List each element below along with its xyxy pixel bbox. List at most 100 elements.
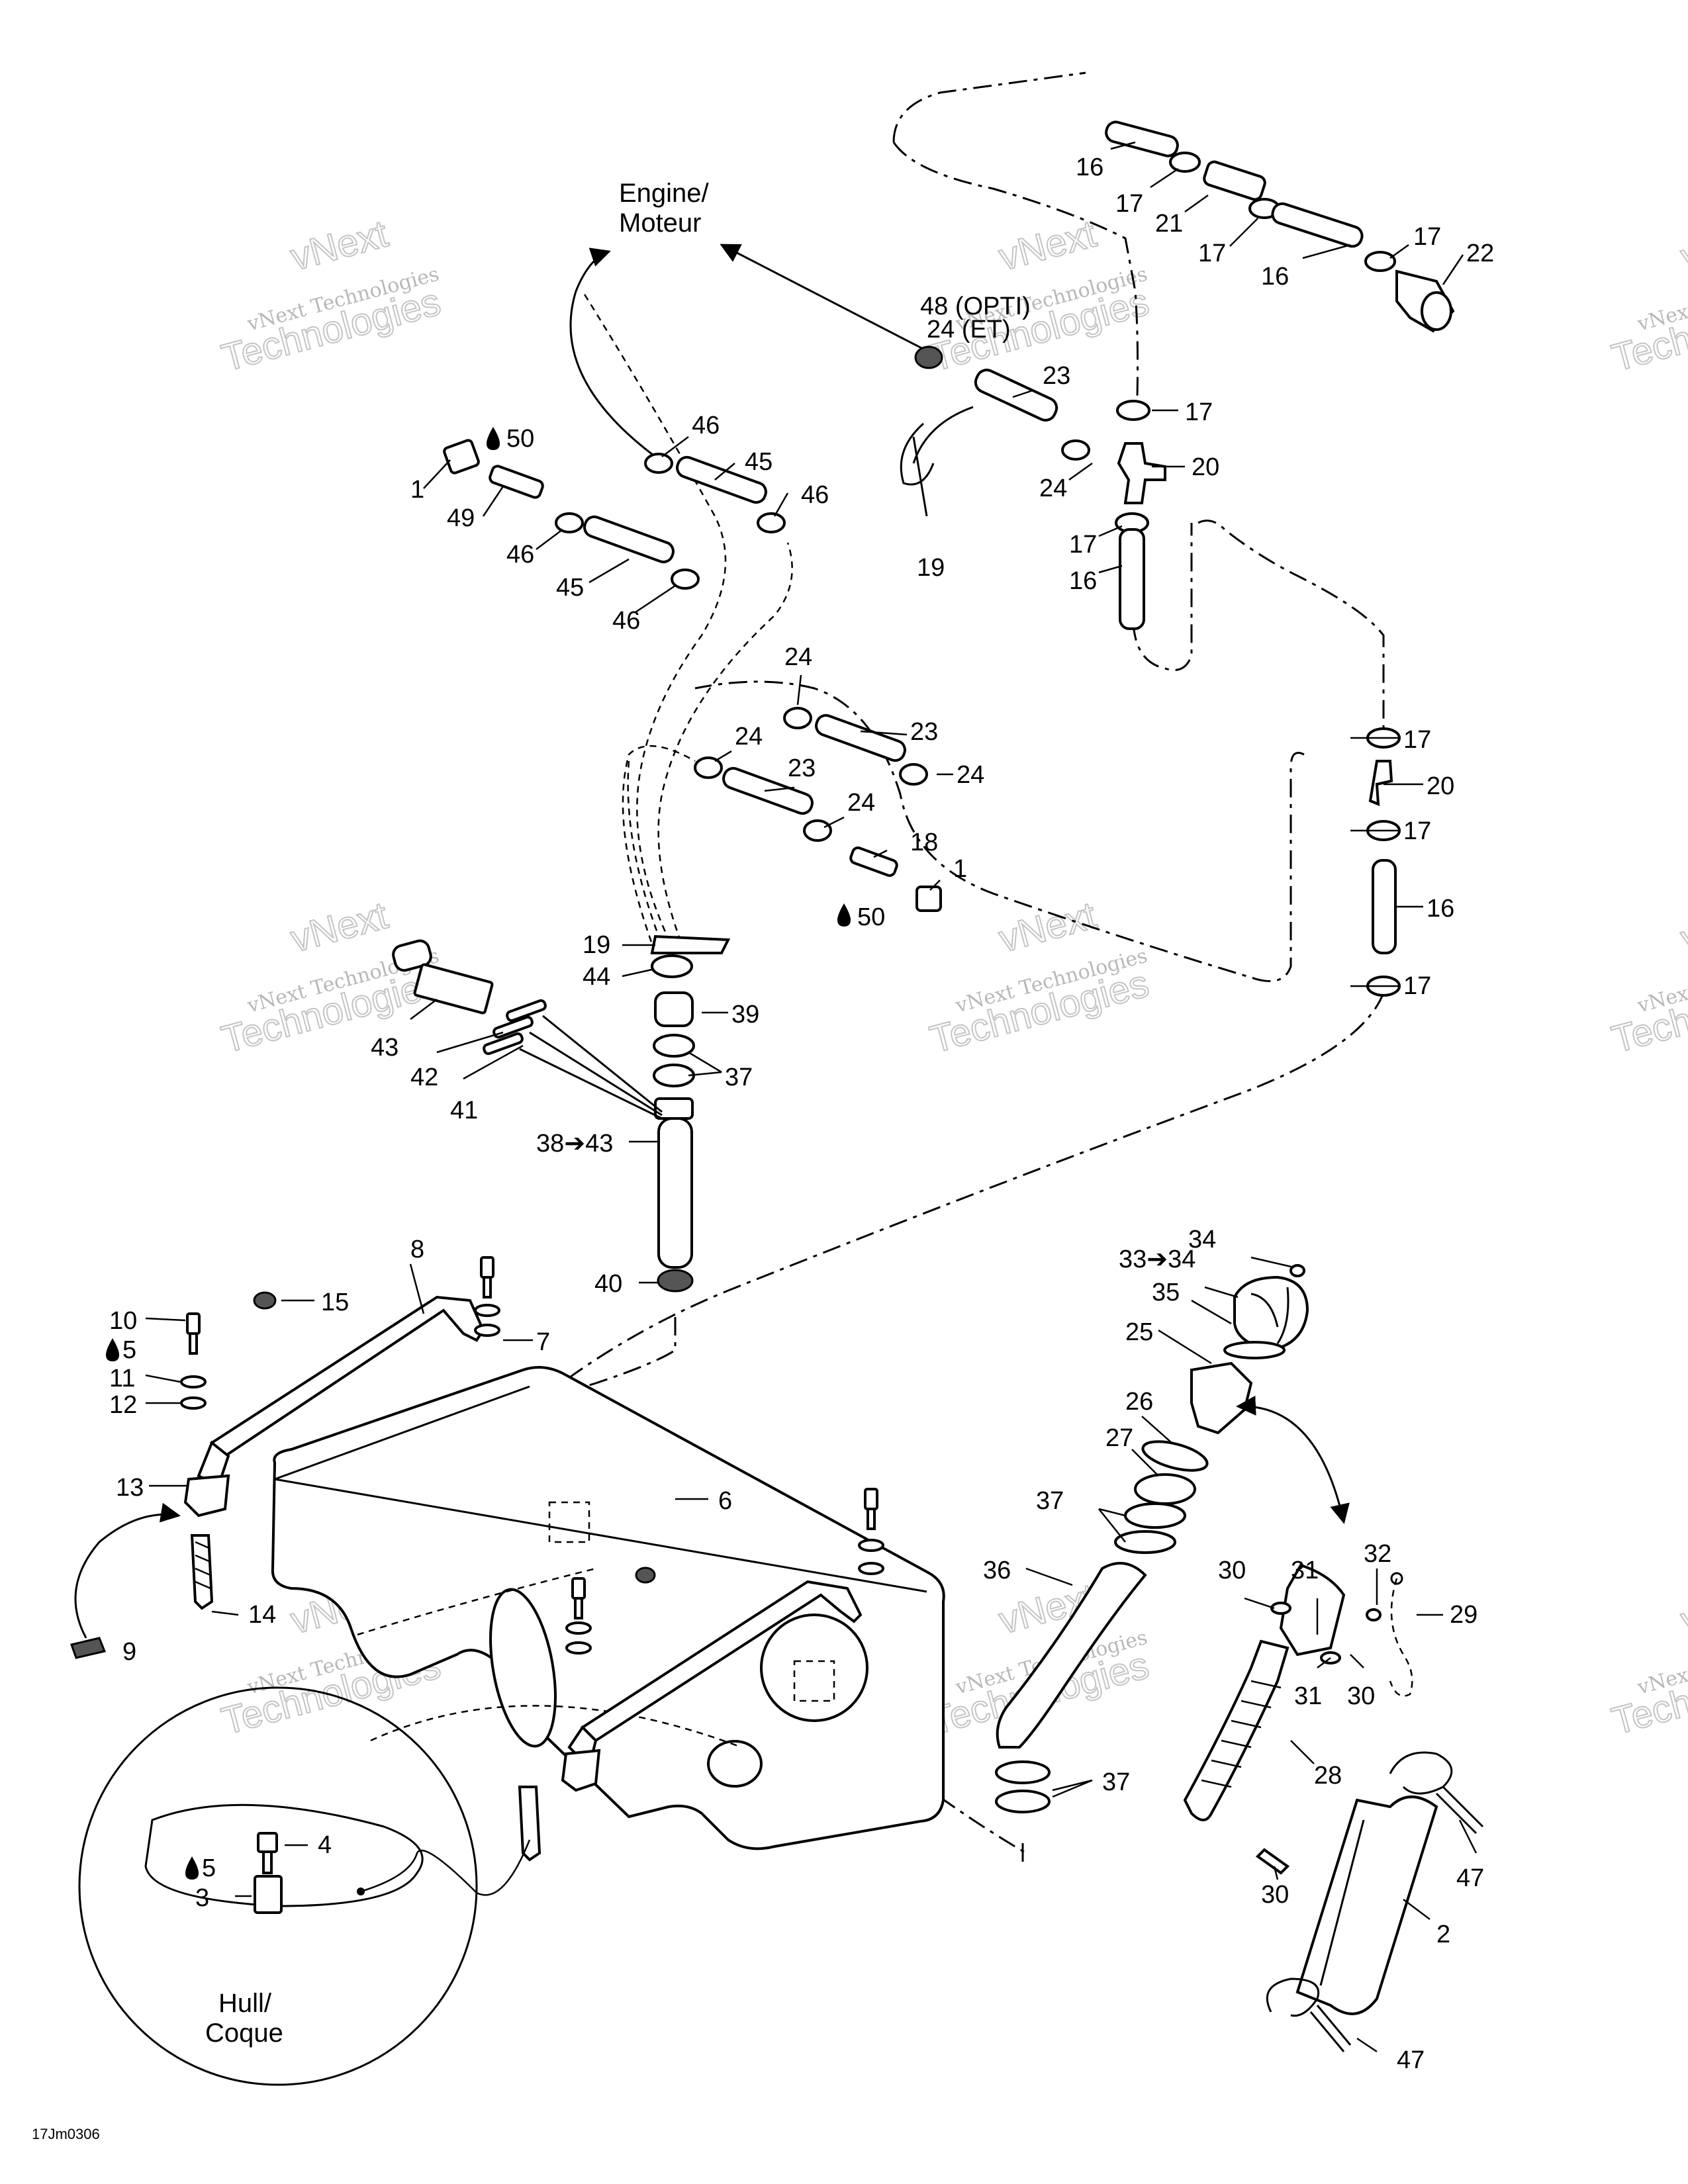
callout: 24 — [1039, 475, 1067, 502]
callout: 20 — [1427, 772, 1454, 800]
watermark: vNext vNext Technologies Technologies — [216, 893, 445, 1062]
callout: 45 — [556, 574, 584, 602]
filler-25 — [1190, 1361, 1253, 1435]
callout: 37 — [1102, 1768, 1130, 1796]
callout: 24 — [735, 723, 763, 751]
callout: 17 — [1198, 240, 1226, 267]
oil-drop-icon — [837, 903, 851, 927]
fuel-pump-assembly — [392, 934, 731, 1293]
callout: 2 — [1436, 1921, 1450, 1948]
bracket-13 — [183, 1474, 230, 1518]
watermark: vNext vNext Technologies Technologies — [1607, 1574, 1688, 1743]
screw-4 — [257, 1832, 278, 1853]
callout: 37 — [1036, 1487, 1064, 1515]
svg-text:vNext: vNext — [994, 212, 1100, 279]
callout: 37 — [725, 1064, 753, 1091]
upper-fuel-line-assembly — [1105, 120, 1455, 333]
direction-arrow-icon — [74, 1502, 181, 1639]
vent-hose-28 — [1183, 1639, 1289, 1821]
hose-16-upper — [1271, 202, 1364, 248]
filler-neck-recess — [489, 1588, 557, 1748]
callout: 46 — [801, 481, 829, 509]
fuel-pump-38 — [657, 1117, 693, 1269]
tie-wrap-19 — [650, 934, 731, 954]
callout: 50 — [857, 903, 885, 931]
tie-wrap-19 — [900, 422, 935, 486]
callout: 9 — [122, 1638, 136, 1666]
callout: 13 — [116, 1474, 144, 1502]
callout: 47 — [1397, 2046, 1425, 2074]
callout: 38➔43 — [536, 1130, 613, 1158]
callout: 19 — [583, 931, 610, 959]
hose-23-upper — [815, 713, 906, 762]
callout: 42 — [410, 1064, 438, 1091]
callout: 16 — [1261, 263, 1289, 291]
callout: 24 — [847, 789, 875, 817]
oil-drop-icon — [487, 427, 500, 450]
watermark: vNext vNext Technologies Technologies — [1607, 211, 1688, 380]
callout: 46 — [692, 412, 720, 439]
svg-text:Engine/: Engine/ — [619, 179, 710, 208]
callout: 25 — [1125, 1318, 1153, 1346]
callout: 44 — [583, 963, 610, 991]
callout: 34 — [1188, 1226, 1216, 1253]
rivet-30 — [1255, 1848, 1290, 1875]
callout: 27 — [1105, 1424, 1133, 1452]
callout: 26 — [1125, 1388, 1153, 1416]
fitting-18 — [849, 846, 898, 877]
pad-9 — [70, 1637, 107, 1659]
tee-fitting-20 — [1117, 442, 1166, 504]
callout: 11 — [109, 1365, 135, 1392]
svg-text:vNext: vNext — [1676, 212, 1688, 279]
callout: 43 — [371, 1034, 399, 1062]
callout: 5 — [122, 1336, 136, 1364]
svg-text:Technologies: Technologies — [1607, 1643, 1688, 1743]
opti-hose-group — [900, 345, 1166, 630]
terminals-42 — [483, 999, 547, 1056]
callout: 47 — [1456, 1864, 1484, 1892]
callout: 20 — [1192, 453, 1219, 481]
oil-drop-icon — [106, 1338, 119, 1361]
callout: 32 — [1364, 1540, 1391, 1568]
hose-16-right — [1372, 859, 1397, 954]
callout: 7 — [536, 1328, 550, 1356]
callout: 21 — [1155, 210, 1183, 238]
callout: 45 — [745, 448, 773, 476]
hose-36 — [996, 1562, 1147, 1749]
hull-detail-callout — [78, 1686, 531, 2086]
hull-label: Hull/ Coque — [205, 1989, 283, 2048]
callout: 1 — [953, 855, 967, 883]
callout: 36 — [983, 1557, 1011, 1584]
svg-text:Moteur: Moteur — [619, 208, 702, 238]
callout: 41 — [450, 1097, 478, 1124]
callout-labels: 48 (OPTI) 24 (ET) 16 17 21 17 17 16 22 2… — [109, 154, 1494, 2074]
hose-16 — [1119, 528, 1145, 630]
tie-wrap-47 — [1389, 1751, 1453, 1795]
chain-29 — [1389, 1578, 1413, 1697]
callout: 17 — [1403, 817, 1431, 845]
vent-fitting-28 — [1279, 1563, 1346, 1657]
callout: 17 — [1403, 726, 1431, 754]
callout: 4 — [318, 1831, 332, 1859]
callout: 10 — [109, 1307, 137, 1335]
direction-arrow-icon — [569, 248, 656, 458]
hose-23 — [974, 369, 1058, 422]
callout: 8 — [410, 1236, 424, 1263]
fuel-tank-6 — [271, 1366, 945, 1850]
callout: 50 — [506, 425, 534, 453]
cap-1 — [443, 439, 480, 475]
oil-drop-icon — [185, 1856, 199, 1880]
callout: 17 — [1403, 972, 1431, 1000]
tie-wrap-47-lower — [1266, 1978, 1319, 2017]
fitting-49 — [489, 465, 544, 499]
callout: 19 — [917, 554, 945, 582]
figure-reference: 17Jm0306 — [32, 2126, 100, 2142]
filter-40 — [657, 1269, 694, 1293]
callout: 29 — [1450, 1601, 1477, 1629]
clamp-17 — [1169, 152, 1201, 173]
svg-text:vNext: vNext — [286, 212, 392, 279]
svg-text:vNext: vNext — [1676, 1575, 1688, 1642]
callout: 1 — [410, 476, 424, 504]
callout: 3 — [195, 1884, 209, 1912]
